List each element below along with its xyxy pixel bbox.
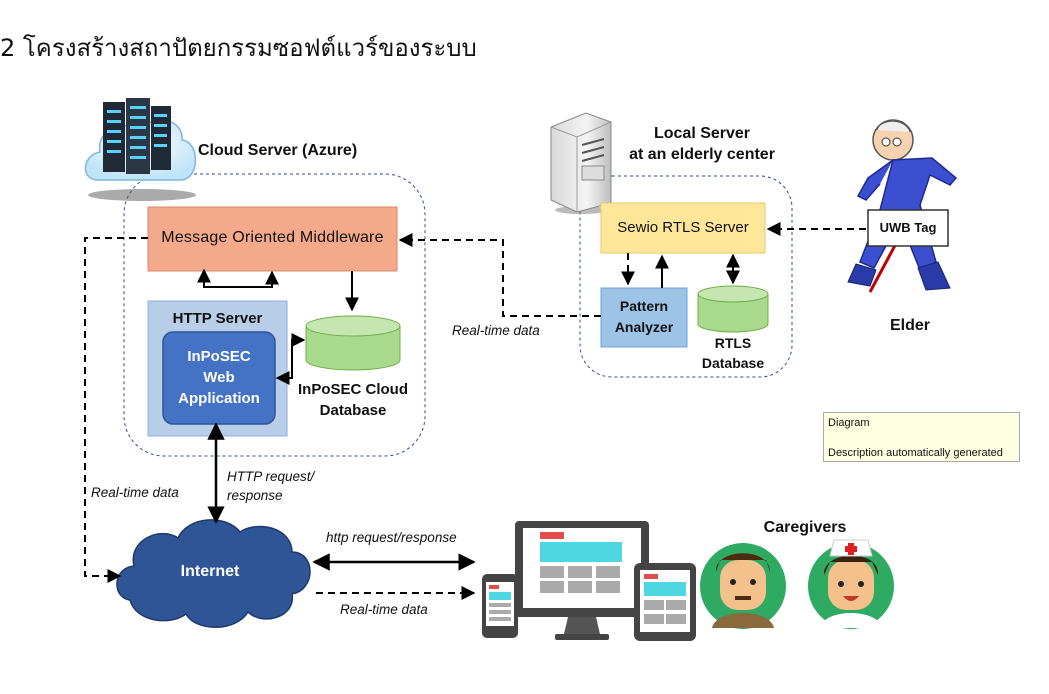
- rtls-server-box: [600, 202, 766, 254]
- web-app-label: InPoSEC Web Application: [163, 346, 275, 409]
- realtime-devices-label: Real-time data: [340, 602, 428, 617]
- caregiver-man-avatar: [700, 543, 786, 629]
- uwb-tag-label: UWB Tag: [879, 220, 937, 235]
- pattern-analyzer-label: Pattern Analyzer: [601, 296, 687, 338]
- rtls-db-label: RTLS Database: [693, 333, 773, 373]
- page-title: 2 โครงสร้างสถาปัตยกรรมซอฟต์แวร์ของระบบ: [0, 34, 477, 62]
- middleware-box: [147, 206, 398, 272]
- local-server-label: Local Server at an elderly center: [612, 123, 792, 165]
- caregiver-nurse-avatar: [808, 539, 894, 629]
- edge-mom-to-http: [197, 268, 279, 288]
- cloud-db-line-1: InPoSEC Cloud: [298, 381, 408, 398]
- caregivers-label: Caregivers: [763, 519, 847, 536]
- caption-line-1: Diagram: [828, 417, 870, 429]
- elder-figure: [847, 119, 958, 293]
- rtls-db-line-1: RTLS: [714, 335, 752, 351]
- realtime-left-label: Real-time data: [91, 485, 179, 500]
- cloud-server-region: [123, 173, 426, 457]
- pattern-line-1: Pattern: [619, 298, 669, 314]
- alt-text-caption: Diagram Description automatically genera…: [823, 412, 1020, 462]
- internet-label: Internet: [180, 563, 240, 580]
- caption-line-2: Description automatically generated: [828, 447, 1003, 459]
- cloud-db-label: InPoSEC Cloud Database: [291, 379, 415, 421]
- edge-mom-to-internet: [84, 237, 148, 583]
- edge-pattern-to-mom: [398, 233, 601, 317]
- http-cloud-line-1: HTTP request/: [227, 469, 315, 484]
- pattern-line-2: Analyzer: [614, 319, 674, 335]
- rtls-db-cylinder: [697, 285, 769, 333]
- local-server-icon: [550, 112, 612, 214]
- middleware-label: Message Oriented Middleware: [161, 229, 384, 246]
- http-cloud-label: HTTP request/ response: [227, 467, 314, 505]
- devices-icon: [482, 521, 696, 641]
- cloud-db-cylinder: [305, 315, 401, 371]
- http-cloud-line-2: response: [227, 488, 283, 503]
- web-app-line-2: Web: [203, 369, 235, 386]
- cloud-db-line-2: Database: [319, 402, 387, 419]
- cloud-server-icon: [84, 98, 197, 201]
- local-server-line-1: Local Server: [653, 125, 751, 142]
- elder-label: Elder: [889, 317, 930, 334]
- http-server-label: HTTP Server: [172, 310, 263, 327]
- internet-cloud: [116, 519, 311, 628]
- local-server-line-2: at an elderly center: [629, 146, 775, 163]
- realtime-local-label: Real-time data: [452, 323, 540, 338]
- uwb-tag-box: [867, 209, 949, 247]
- local-server-region: [579, 175, 793, 378]
- rtls-db-line-2: Database: [701, 355, 765, 371]
- edge-webapp-clouddb: [275, 333, 306, 385]
- rtls-server-label: Sewio RTLS Server: [617, 219, 749, 236]
- web-app-line-1: InPoSEC: [187, 348, 251, 365]
- pattern-analyzer-box: [600, 287, 688, 348]
- http-devices-label: http request/response: [326, 530, 457, 545]
- cloud-server-label: Cloud Server (Azure): [198, 142, 358, 159]
- web-app-line-3: Application: [178, 390, 260, 407]
